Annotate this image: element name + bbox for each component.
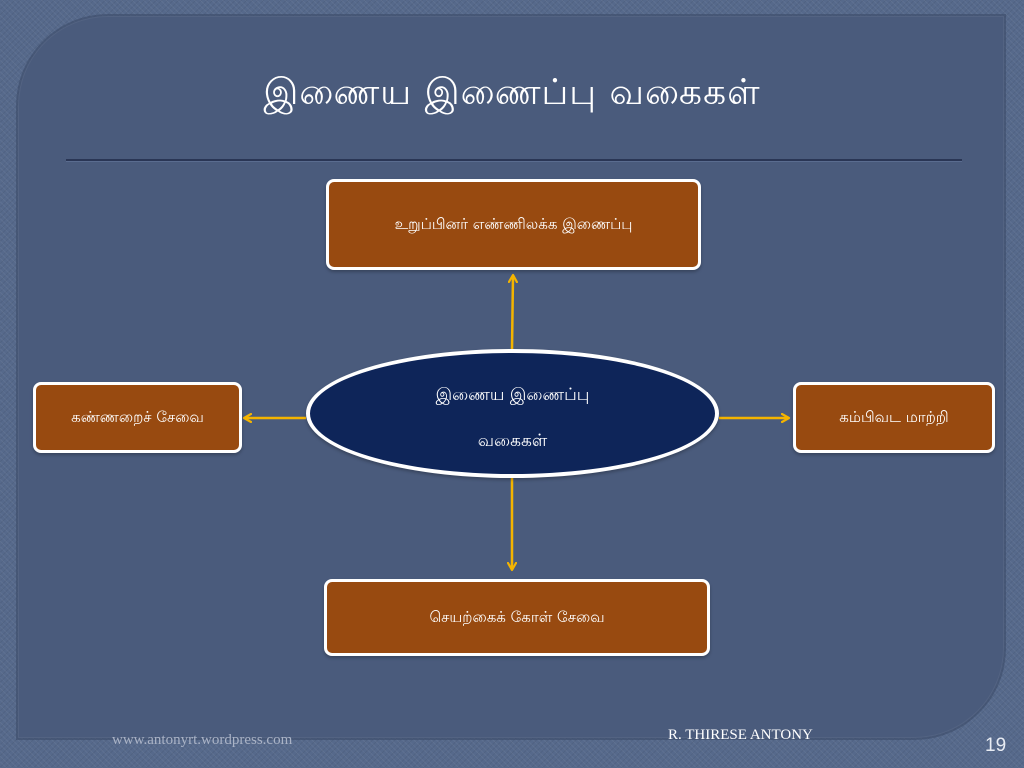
node-satellite-service: செயற்கைக் கோள் சேவை: [324, 579, 710, 656]
arrow-up: [512, 275, 513, 350]
footer-website: www.antonyrt.wordpress.com: [112, 732, 293, 748]
page-number: 19: [985, 735, 1007, 756]
center-ellipse-internet-connection-types: இணைய இணைப்பு வகைகள்: [306, 349, 719, 478]
node-cell-service: கண்ணறைச் சேவை: [33, 382, 242, 453]
node-left-label: கண்ணறைச் சேவை: [71, 407, 204, 426]
title-divider: [66, 159, 962, 161]
node-top-label: உறுப்பினர் எண்ணிலக்க இணைப்பு: [394, 214, 633, 233]
slide-title: இணைய இணைப்பு வகைகள்: [263, 72, 761, 113]
node-cable-modem: கம்பிவட மாற்றி: [793, 382, 995, 453]
center-label-line1: இணைய இணைப்பு: [435, 385, 590, 405]
node-bottom-label: செயற்கைக் கோள் சேவை: [429, 607, 605, 626]
footer-author: R. THIRESE ANTONY: [668, 727, 813, 743]
center-label-line2: வகைகள்: [477, 431, 548, 451]
node-right-label: கம்பிவட மாற்றி: [839, 407, 949, 426]
node-member-number-connection: உறுப்பினர் எண்ணிலக்க இணைப்பு: [326, 179, 701, 270]
